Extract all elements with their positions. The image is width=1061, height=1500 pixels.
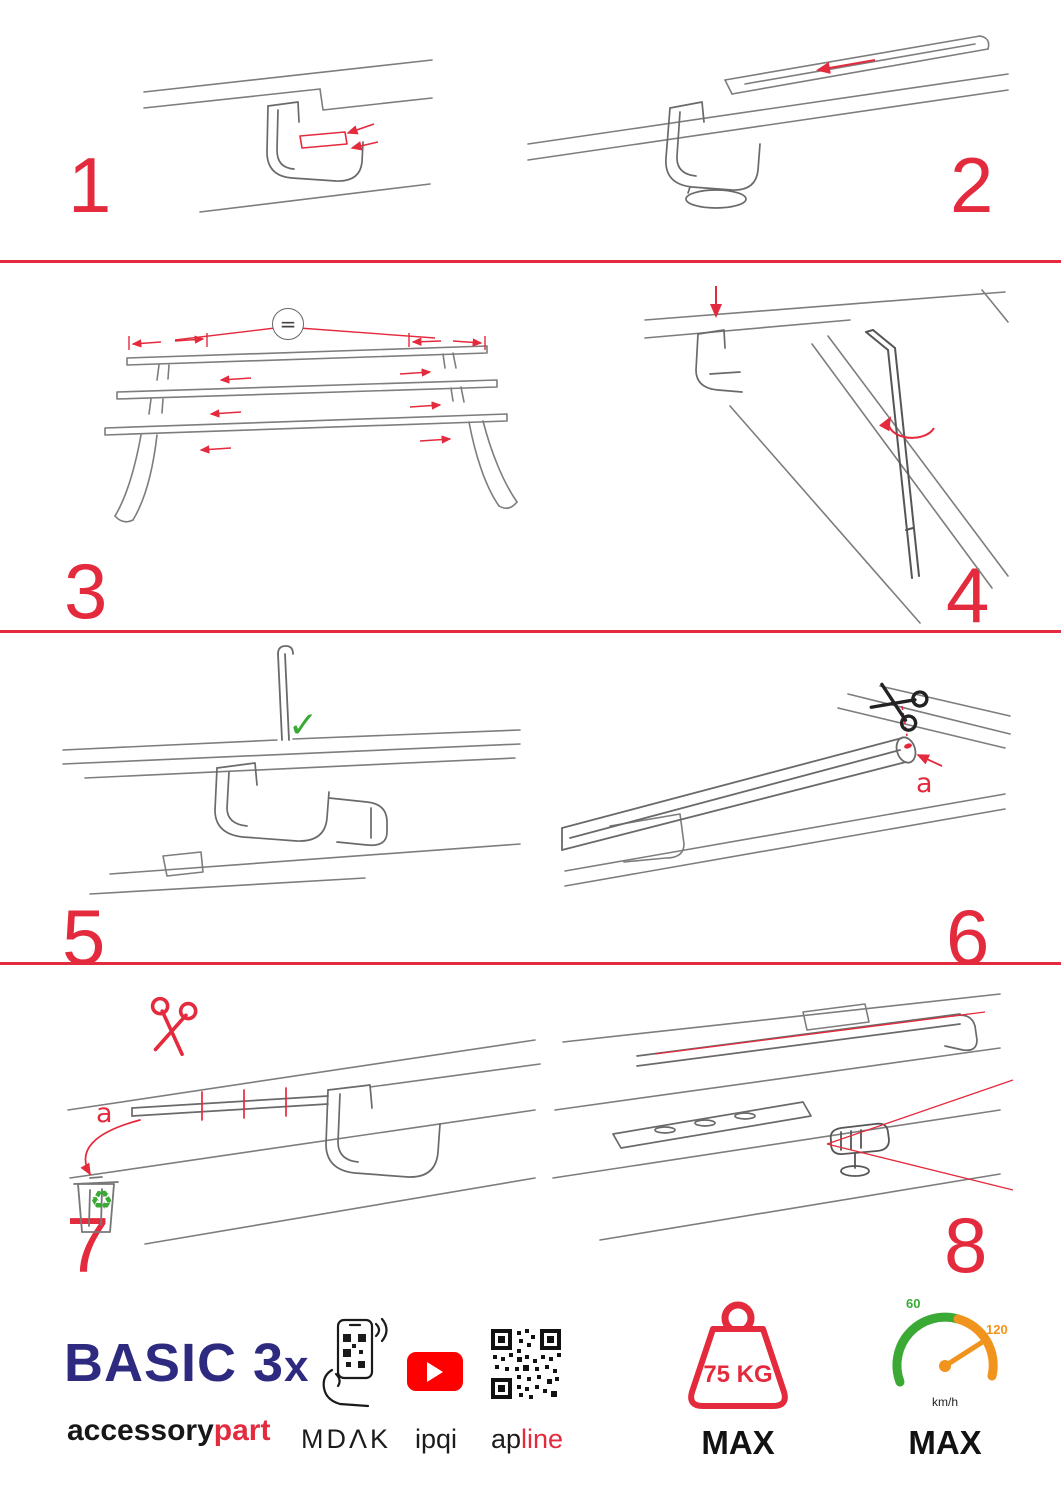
ipqi-logo: ipqi — [414, 1424, 458, 1454]
clamp-drawing — [266, 101, 364, 182]
cut-marks — [80, 1087, 287, 1176]
step-number-8: 8 — [944, 1201, 988, 1289]
trash-bin-icon — [73, 1176, 119, 1233]
crossbars-drawing — [612, 1013, 978, 1149]
rod-drawing — [277, 645, 294, 741]
clamp-drawing — [214, 762, 388, 847]
crossbar-drawing — [527, 35, 1009, 161]
scissors-icon — [150, 996, 198, 1056]
step7-illustration-discard-strip — [67, 1039, 541, 1245]
slide-arrow — [816, 59, 876, 74]
separator-3 — [0, 962, 1061, 965]
product-suffix: x — [284, 1342, 310, 1391]
step-number-1: 1 — [68, 141, 112, 229]
step2-illustration-bar-slide — [527, 35, 1009, 209]
speedometer-needle — [942, 1338, 987, 1369]
brand-name: accessorypart — [67, 1414, 270, 1448]
equal-spacing-label: = — [279, 312, 297, 336]
roof-plane-drawing — [62, 729, 521, 895]
allen-key-drawing — [865, 329, 920, 579]
speedometer-icon: 60 120 km/h — [892, 1296, 1008, 1409]
apline-logo: apline — [488, 1424, 566, 1455]
product-name: BASIC 3 — [64, 1333, 285, 1393]
speed-unit: km/h — [932, 1395, 958, 1409]
door-frame-drawing — [143, 59, 433, 213]
qr-code — [489, 1327, 563, 1401]
step3-illustration-equal-spacing — [104, 327, 518, 523]
mdak-logo: MDΛK — [300, 1424, 392, 1454]
cut-label-a: a — [916, 768, 933, 799]
speed-scale-end: 120 — [986, 1322, 1008, 1337]
step-number-4: 4 — [946, 551, 990, 639]
equal-distance-annotation — [128, 327, 486, 454]
strip-and-clamp-drawing — [131, 1084, 441, 1178]
separator-1 — [0, 260, 1061, 263]
max-weight-icon: 75 KG — [688, 1301, 788, 1409]
crossbar-tube-drawing — [561, 736, 917, 851]
three-crossbars-drawing — [104, 345, 518, 523]
step-number-3: 3 — [64, 547, 108, 635]
recycle-icon: ♻ — [90, 1186, 114, 1216]
weight-value: 75 KG — [703, 1361, 772, 1388]
separator-2 — [0, 630, 1061, 633]
step6-illustration-cut-strip — [561, 685, 1011, 887]
brand-name-part1: accessory — [67, 1414, 214, 1447]
clamp-drawing — [695, 329, 743, 393]
roof-frame-drawing — [644, 289, 1009, 624]
apline-part2: line — [521, 1424, 564, 1454]
discard-label-a: a — [96, 1098, 113, 1129]
play-icon — [427, 1361, 443, 1382]
step4-illustration-allen-key — [644, 286, 1009, 624]
frame-lines-drawing — [67, 1039, 541, 1245]
step1-illustration-clamp-insert — [143, 59, 433, 213]
clamp-drawing — [665, 101, 761, 209]
speed-max-label: MAX — [908, 1424, 982, 1461]
brand-name-part2: part — [213, 1414, 271, 1447]
scissors-icon — [869, 682, 929, 732]
product-logo: BASIC 3x — [64, 1332, 310, 1394]
step5-illustration-hook-check — [62, 645, 521, 895]
t-bolt-drawing — [829, 1122, 890, 1177]
zoom-leader-lines — [654, 1011, 1014, 1191]
youtube-icon — [407, 1352, 463, 1391]
phone-qr-pattern — [343, 1334, 366, 1368]
step-number-2: 2 — [950, 141, 994, 229]
step-number-7: 7 — [66, 1201, 110, 1289]
check-icon: ✓ — [288, 705, 319, 746]
tighten-annotations — [710, 286, 935, 439]
rubber-pad-insert — [299, 123, 379, 151]
phone-qr-icon — [322, 1317, 388, 1408]
roof-rails-drawing — [564, 685, 1011, 887]
car-roof-drawing — [552, 993, 1001, 1241]
speed-scale-start: 60 — [906, 1296, 920, 1311]
equal-spacing-badge: = — [272, 308, 304, 340]
apline-part1: ap — [490, 1424, 521, 1454]
step8-illustration-roof-overview — [552, 993, 1014, 1241]
weight-max-label: MAX — [701, 1424, 775, 1461]
